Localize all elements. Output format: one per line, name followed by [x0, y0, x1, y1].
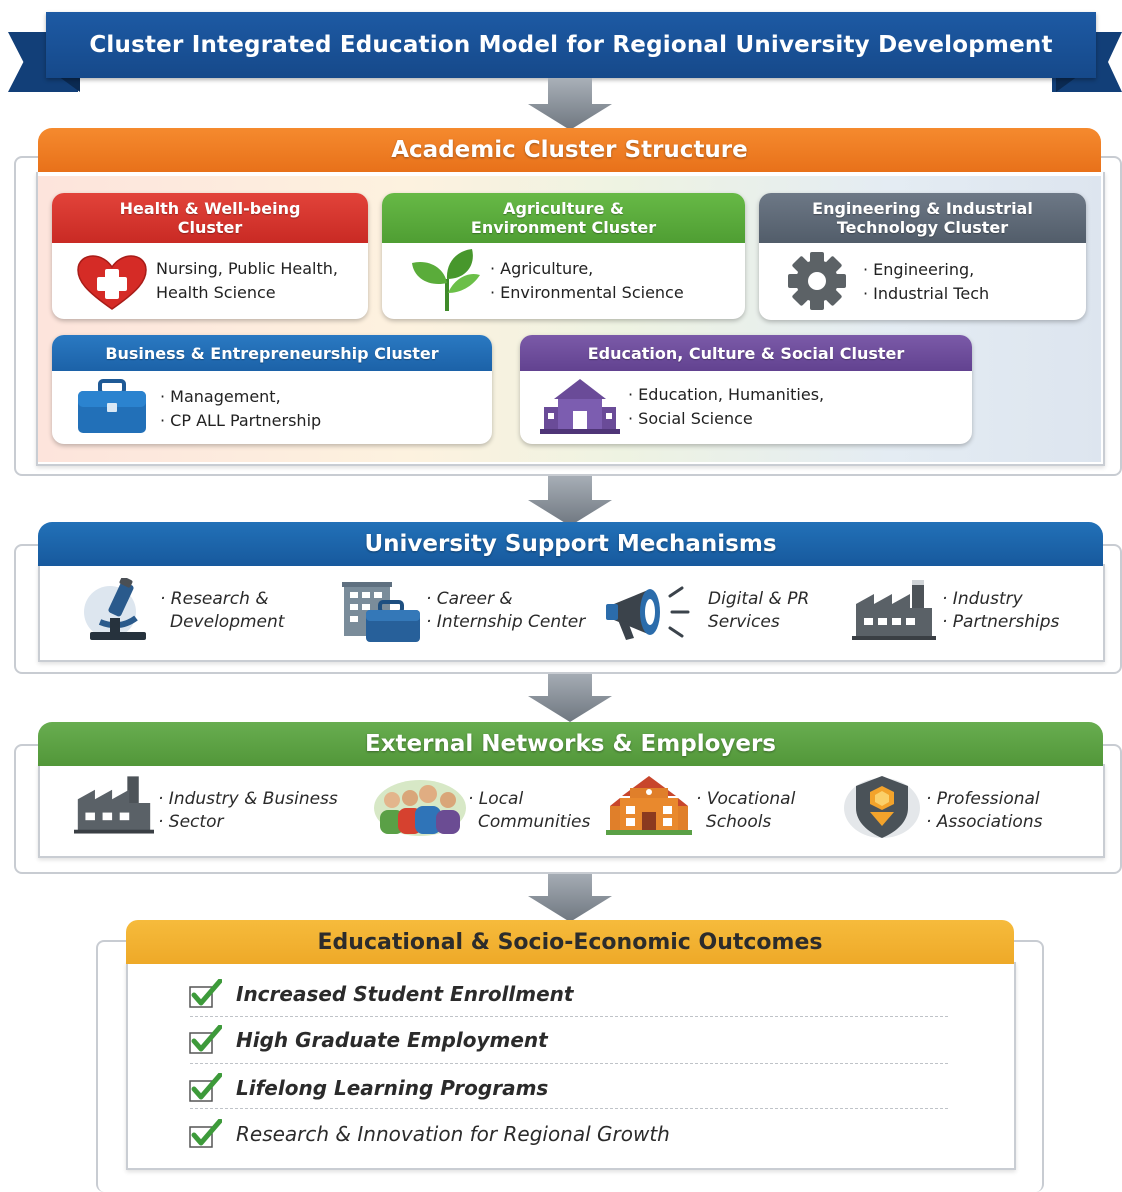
cluster-card-business: Business & Entrepreneurship Cluster · Ma…	[52, 335, 492, 444]
checkbox-checked-icon	[189, 979, 222, 1008]
external-line: · Local	[468, 789, 524, 809]
briefcase-icon	[78, 379, 146, 433]
office-briefcase-icon	[342, 582, 420, 642]
cluster-line: · Industrial Tech	[863, 284, 990, 303]
page-title: Cluster Integrated Education Model for R…	[46, 12, 1096, 78]
support-line: · Research &	[160, 589, 269, 609]
checkbox-checked-icon	[189, 1025, 222, 1054]
megaphone-icon	[606, 586, 690, 640]
cluster-line: · Social Science	[628, 409, 753, 428]
external-line: Communities	[478, 812, 591, 832]
external-section-header: External Networks & Employers	[38, 722, 1103, 766]
gear-icon	[788, 252, 846, 310]
cluster-title: Health & Well-being Cluster	[52, 193, 368, 243]
support-line: Development	[170, 612, 285, 632]
outcome-divider	[190, 1063, 948, 1064]
cluster-card-agriculture: Agriculture & Environment Cluster · Agri…	[382, 193, 745, 319]
cluster-line: · Education, Humanities,	[628, 385, 825, 404]
cluster-card-education: Education, Culture & Social Cluster · Ed…	[520, 335, 972, 444]
cluster-line: Nursing, Public Health,	[156, 259, 338, 278]
checkbox-checked-icon	[189, 1073, 222, 1102]
outcomes-section-body	[126, 962, 1016, 1170]
outcome-divider	[190, 1108, 948, 1109]
support-section-header: University Support Mechanisms	[38, 522, 1103, 566]
down-arrow-icon	[528, 670, 612, 722]
cluster-line: · Environmental Science	[490, 283, 684, 302]
support-line: · Internship Center	[426, 612, 586, 632]
cluster-title: Engineering & Industrial Technology Clus…	[759, 193, 1086, 243]
outcome-label: Increased Student Enrollment	[236, 982, 574, 1006]
outcome-label: Research & Innovation for Regional Growt…	[236, 1122, 670, 1146]
cluster-card-engineering: Engineering & Industrial Technology Clus…	[759, 193, 1086, 320]
support-line: · Partnerships	[942, 612, 1060, 632]
external-line: Schools	[706, 812, 772, 832]
external-line: · Industry & Business	[158, 789, 338, 809]
microscope-icon	[84, 578, 146, 640]
support-line: · Industry	[942, 589, 1023, 609]
outcomes-section-header: Educational & Socio-Economic Outcomes	[126, 920, 1014, 964]
factory-icon	[74, 776, 154, 834]
factory-icon	[852, 580, 936, 640]
outcome-label: High Graduate Employment	[236, 1028, 548, 1052]
badge-shield-icon	[844, 776, 920, 838]
support-line: Services	[708, 612, 780, 632]
school-icon	[606, 776, 692, 835]
outcome-item: Research & Innovation for Regional Growt…	[188, 1114, 670, 1154]
school-building-icon	[540, 379, 620, 434]
heart-cross-icon	[77, 255, 147, 310]
cluster-line: · Management,	[160, 387, 281, 406]
outcome-divider	[190, 1016, 948, 1017]
cluster-title: Agriculture & Environment Cluster	[382, 193, 745, 243]
cluster-title: Business & Entrepreneurship Cluster	[52, 335, 492, 371]
external-section-body	[38, 764, 1105, 858]
outcome-item: Lifelong Learning Programs	[188, 1068, 548, 1108]
checkbox-checked-icon	[189, 1119, 222, 1148]
cluster-line: Health Science	[156, 283, 276, 302]
cluster-line: · Agriculture,	[490, 259, 594, 278]
cluster-line: · Engineering,	[863, 260, 975, 279]
cluster-title: Education, Culture & Social Cluster	[520, 335, 972, 371]
external-line: · Professional	[926, 789, 1040, 809]
leaf-icon	[412, 249, 480, 311]
support-line: Digital & PR	[708, 589, 810, 609]
outcome-label: Lifelong Learning Programs	[236, 1076, 549, 1100]
cluster-line: · CP ALL Partnership	[160, 411, 322, 430]
external-line: · Associations	[926, 812, 1043, 832]
down-arrow-icon	[528, 474, 612, 526]
outcome-item: Increased Student Enrollment	[188, 974, 573, 1014]
down-arrow-icon	[528, 78, 612, 130]
academic-section-header: Academic Cluster Structure	[38, 128, 1101, 172]
outcome-item: High Graduate Employment	[188, 1020, 548, 1060]
cluster-card-health: Health & Well-being Cluster Nursing, Pub…	[52, 193, 368, 319]
people-group-icon	[374, 780, 466, 836]
down-arrow-icon	[528, 870, 612, 922]
external-line: · Vocational	[696, 789, 796, 809]
support-line: · Career &	[426, 589, 513, 609]
external-line: · Sector	[158, 812, 224, 832]
